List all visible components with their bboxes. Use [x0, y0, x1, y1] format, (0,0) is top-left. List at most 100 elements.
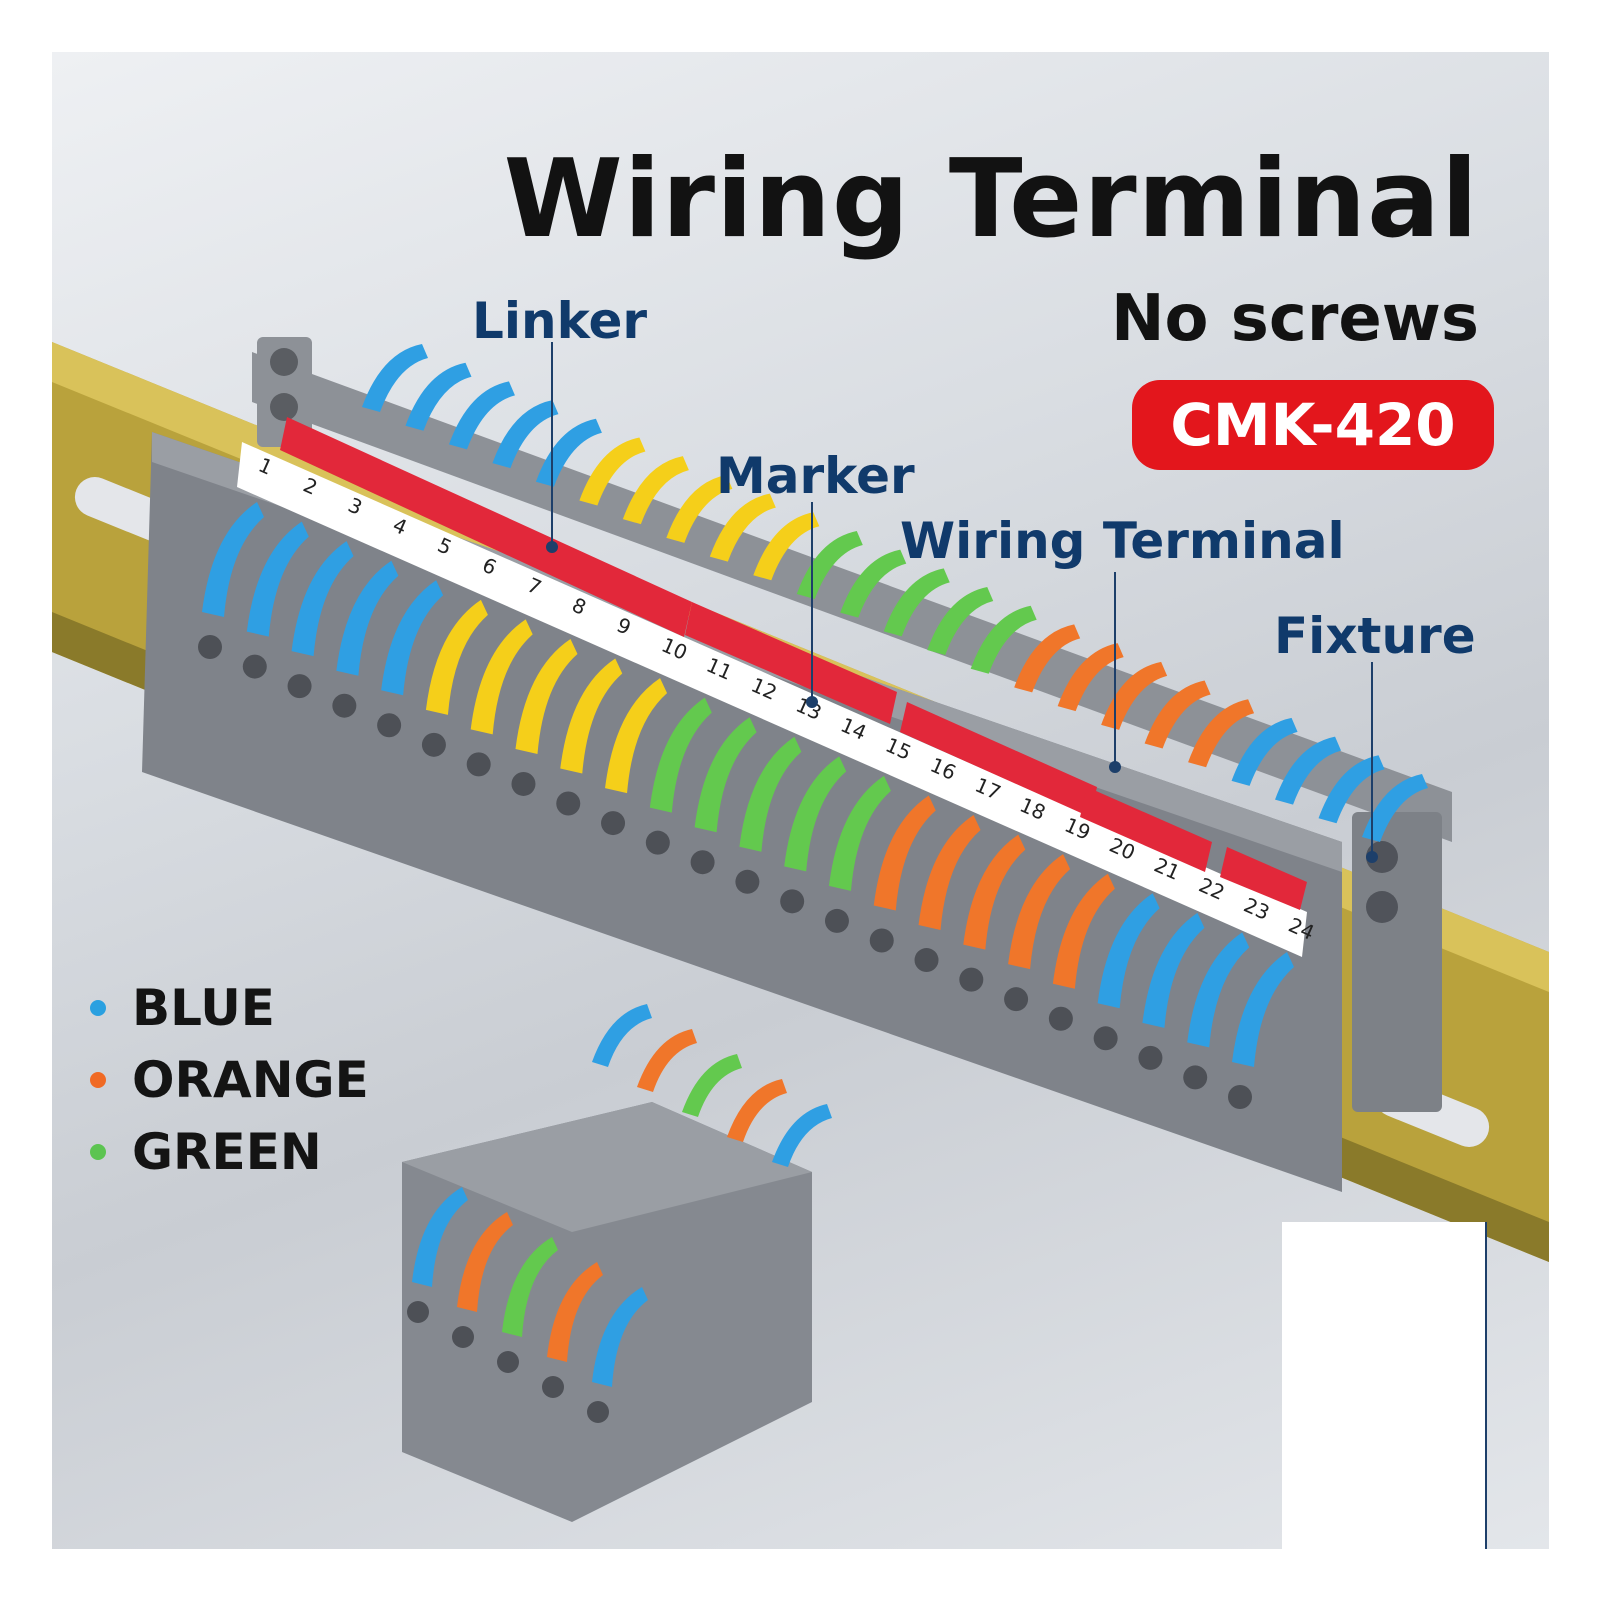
- lever-front: [470, 619, 533, 735]
- lever-back: [970, 605, 1037, 674]
- lever-back: [682, 1054, 742, 1117]
- lever-back: [927, 587, 994, 656]
- lever-front: [336, 560, 399, 676]
- lever-front: [1008, 854, 1071, 970]
- wire-hole: [824, 908, 849, 933]
- callout-fixture: Fixture: [1274, 607, 1476, 665]
- wire-hole: [1228, 1085, 1252, 1109]
- legend-item: GREEN: [90, 1116, 369, 1188]
- marker-strip: [237, 442, 1307, 957]
- lever-front: [873, 795, 936, 911]
- wire-hole: [1004, 987, 1029, 1012]
- lever-front: [739, 736, 802, 852]
- subtitle: No screws: [1110, 282, 1479, 356]
- lever-front: [291, 541, 354, 657]
- lever-back: [1014, 624, 1081, 693]
- divider-line: [1485, 1222, 1487, 1549]
- lever-back: [883, 568, 950, 637]
- lever-front: [963, 834, 1026, 950]
- wire-hole: [601, 811, 626, 836]
- lever-back: [666, 474, 733, 543]
- linker-bar: [900, 702, 1097, 817]
- wire-hole: [587, 1401, 609, 1423]
- lever-back: [1188, 699, 1255, 768]
- wire-hole: [377, 713, 402, 738]
- lever-back: [727, 1079, 787, 1142]
- wire-hole: [780, 889, 805, 914]
- lever-front: [1142, 912, 1205, 1028]
- lever-back: [796, 530, 863, 599]
- callout-marker: Marker: [716, 447, 915, 505]
- wire-hole: [452, 1326, 474, 1348]
- lever-back: [709, 493, 776, 562]
- lever-back: [1057, 643, 1124, 712]
- lever-back: [1101, 661, 1168, 730]
- green-dot-icon: [90, 1144, 106, 1160]
- lever-front: [560, 658, 623, 774]
- lever-front: [605, 678, 668, 794]
- lever-front: [784, 756, 847, 872]
- wire-hole: [198, 635, 222, 659]
- linker-bar: [1220, 847, 1307, 910]
- lever-back: [448, 381, 515, 450]
- wire-hole: [466, 752, 491, 777]
- callout-wiring-terminal: Wiring Terminal: [900, 512, 1345, 570]
- lever-back: [1231, 717, 1298, 786]
- wire-hole: [1048, 1006, 1073, 1031]
- lever-front: [649, 697, 712, 813]
- wire-hole: [869, 928, 894, 953]
- lever-front: [246, 521, 309, 637]
- blue-dot-icon: [90, 1000, 106, 1016]
- lever-front: [381, 580, 444, 696]
- lever-back: [1362, 774, 1428, 842]
- linker-bar: [1080, 787, 1212, 872]
- lever-front: [918, 815, 981, 931]
- wire-hole: [735, 869, 760, 894]
- page-title: Wiring Terminal: [503, 137, 1479, 262]
- orange-dot-icon: [90, 1072, 106, 1088]
- wire-hole: [542, 1376, 564, 1398]
- wire-hole: [407, 1301, 429, 1323]
- wire-hole: [690, 850, 715, 875]
- lever-front: [1187, 932, 1250, 1048]
- lever-front: [457, 1212, 513, 1312]
- lever-front: [1052, 873, 1115, 989]
- wire-hole: [556, 791, 581, 816]
- lever-back: [1275, 736, 1342, 805]
- lever-back: [637, 1029, 697, 1092]
- lever-back: [622, 456, 689, 525]
- wire-hole: [1093, 1026, 1118, 1051]
- lever-front: [1232, 952, 1294, 1067]
- right-fixture: [1352, 812, 1442, 1112]
- lever-front: [515, 638, 578, 754]
- lever-back: [405, 362, 472, 431]
- lever-front: [592, 1287, 648, 1387]
- small-terminal-block: [402, 1004, 832, 1522]
- legend-item: ORANGE: [90, 1044, 369, 1116]
- lever-front: [1097, 893, 1160, 1009]
- wire-hole: [645, 830, 670, 855]
- lever-back: [1144, 680, 1211, 749]
- lever-back: [753, 512, 820, 581]
- lever-front: [412, 1187, 468, 1287]
- lever-front: [828, 775, 891, 891]
- wire-hole: [1138, 1045, 1163, 1070]
- lever-back: [492, 400, 559, 469]
- linker-bar: [280, 417, 692, 637]
- wire-hole: [497, 1351, 519, 1373]
- color-legend: BLUE ORANGE GREEN: [90, 972, 369, 1188]
- lever-back: [1318, 755, 1385, 824]
- wire-hole: [959, 967, 984, 992]
- wire-hole: [421, 732, 446, 757]
- lever-front: [425, 599, 488, 715]
- legend-label: ORANGE: [132, 1051, 369, 1109]
- legend-label: GREEN: [132, 1123, 322, 1181]
- wire-hole: [1183, 1065, 1208, 1090]
- lever-front: [547, 1262, 603, 1362]
- lever-front: [502, 1237, 558, 1337]
- linker-bar: [685, 602, 897, 724]
- lever-back: [840, 549, 907, 618]
